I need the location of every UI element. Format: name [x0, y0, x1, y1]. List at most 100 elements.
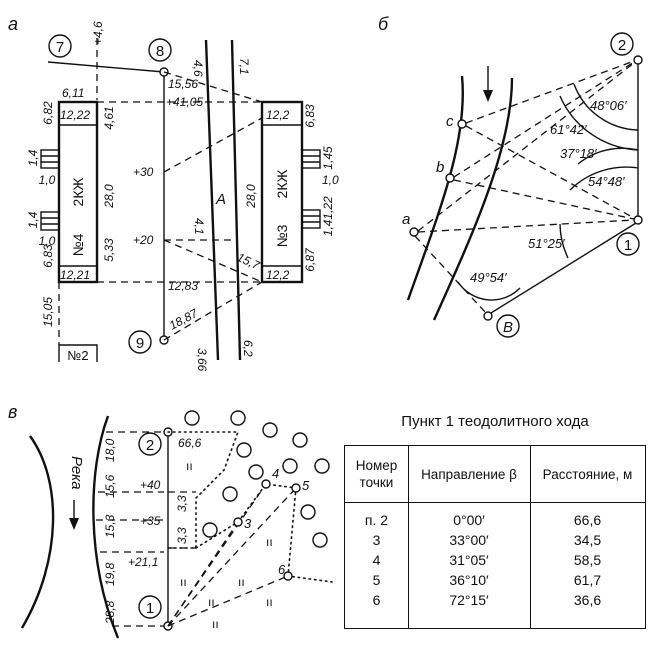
arc-48 — [573, 83, 639, 131]
sight-1-b — [453, 179, 635, 220]
angle-61-42: 61°42′ — [550, 122, 587, 137]
value-18-0: 18,0 — [103, 438, 117, 462]
point-table: Номер точки Направление β Расстояние, м … — [344, 445, 646, 629]
station-9-circle — [128, 330, 152, 354]
point-B-label: В — [503, 319, 513, 336]
table-cell: 4 — [372, 552, 381, 568]
arc-49 — [457, 281, 521, 301]
value-3-3-a: 3,3 — [175, 495, 189, 512]
panel-a-label: а — [8, 14, 18, 34]
value-plus-21-1: +21,1 — [128, 555, 158, 569]
table-cell: 31°05′ — [449, 552, 489, 568]
river-flow-arrow-icon — [69, 518, 79, 530]
point-2-circle — [610, 32, 634, 56]
header-point-number: Номер точки — [345, 446, 408, 503]
sight-1-c — [465, 125, 635, 219]
sight-2-a — [417, 62, 635, 232]
b3-number: №3 — [274, 224, 290, 247]
point-b-marker — [445, 173, 455, 183]
b3-porch-bottom-b: 1,4 — [321, 219, 335, 236]
ray-1-3 — [167, 521, 239, 627]
tie-8-building3 — [163, 71, 263, 103]
value-3-66: 3,66 — [195, 348, 209, 372]
b3-porch-bottom — [301, 209, 321, 229]
value-19-8: 19,8 — [103, 562, 117, 586]
b4-porch-bottom — [40, 211, 60, 231]
value-plus-40: +40 — [140, 478, 161, 492]
table-cell: 5 — [372, 572, 381, 588]
b3-side-bottom: 6,87 — [303, 247, 317, 272]
b4-porch-bottom-b: 1,0 — [39, 234, 56, 248]
angle-37-18: 37°18′ — [560, 146, 597, 161]
point-B-marker — [483, 311, 493, 321]
point-a-label: a — [402, 211, 410, 228]
value-7-1: 7,1 — [237, 58, 251, 75]
value-41-05: +41,05 — [166, 95, 203, 109]
v-point-5-label: 5 — [302, 478, 310, 493]
value-15-3: 15,3 — [103, 514, 117, 538]
v-point-2-label: 2 — [146, 437, 154, 454]
b3-porch-top — [301, 149, 321, 169]
header-distance: Расстояние, м — [530, 446, 645, 503]
value-3-3-b: 3,3 — [175, 527, 189, 544]
building-2-outline — [58, 344, 98, 362]
point-b-label: b — [436, 159, 444, 176]
value-66-6: 66,6 — [178, 436, 202, 450]
svg-text:ıı: ıı — [238, 575, 245, 589]
tie-9-building3 — [163, 281, 263, 341]
arc-54 — [569, 166, 639, 191]
station-7-circle — [48, 34, 72, 58]
sight-B-a — [414, 235, 487, 314]
road-left-edge — [204, 39, 220, 361]
b4-side-bottom: 6,83 — [41, 244, 55, 268]
table-cell: 58,5 — [573, 552, 602, 568]
ray-1-6 — [167, 575, 289, 627]
station-8-label: 8 — [156, 43, 164, 60]
curve-right — [432, 77, 514, 321]
sight-1-a — [417, 219, 635, 233]
building-2-label: №2 — [67, 348, 88, 363]
header-direction: Направление β — [408, 446, 530, 503]
table-cell: 61,7 — [573, 572, 602, 588]
angle-48-06: 48°06′ — [590, 98, 627, 113]
value-15-6: 15,6 — [103, 474, 117, 498]
curve-left — [406, 75, 464, 301]
line-1-B — [490, 222, 637, 314]
table-title: Пункт 1 теодолитного хода — [401, 413, 589, 430]
sight-2-c — [465, 60, 635, 124]
table-cell: п. 2 — [364, 512, 389, 528]
v-point-4-marker — [261, 479, 271, 489]
svg-text:ıı: ıı — [180, 575, 187, 589]
point-B-circle — [496, 314, 520, 338]
value-15-56: 15,56 — [168, 77, 198, 91]
b3-name: 2КЖ — [274, 169, 290, 198]
building-3-outline — [260, 100, 304, 284]
station-7-label: 7 — [56, 39, 64, 56]
ray-1-5 — [167, 487, 297, 627]
road-right-edge — [230, 39, 242, 361]
value-plus-35: +35 — [140, 514, 161, 528]
b3-porch-top-a: 1,45 — [321, 146, 335, 170]
point-1-label: 1 — [624, 237, 632, 254]
table-cell: 33°00′ — [449, 532, 489, 548]
table-cell: 36,6 — [573, 592, 602, 608]
value-18-87: 18,87 — [167, 306, 201, 333]
b4-porch-top-b: 1,0 — [39, 173, 56, 187]
line-7-8 — [47, 61, 165, 73]
value-15-7: 15,7 — [235, 250, 263, 273]
table-cell: 34,5 — [573, 532, 602, 548]
table-cell: 3 — [372, 532, 381, 548]
table-cell: 66,6 — [573, 512, 602, 528]
v-point-6-marker — [283, 571, 293, 581]
v-point-6-label: 6 — [278, 562, 286, 577]
b3-bottom-width: 12,2 — [266, 268, 290, 282]
angle-49-54: 49°54′ — [470, 270, 507, 285]
table-cell: 6 — [372, 592, 381, 608]
sight-2-b — [453, 61, 635, 178]
river-left-bank — [20, 435, 55, 629]
arc-37 — [577, 147, 639, 165]
tie-30-building3 — [163, 117, 263, 173]
b4-name: 2КЖ — [70, 177, 86, 206]
